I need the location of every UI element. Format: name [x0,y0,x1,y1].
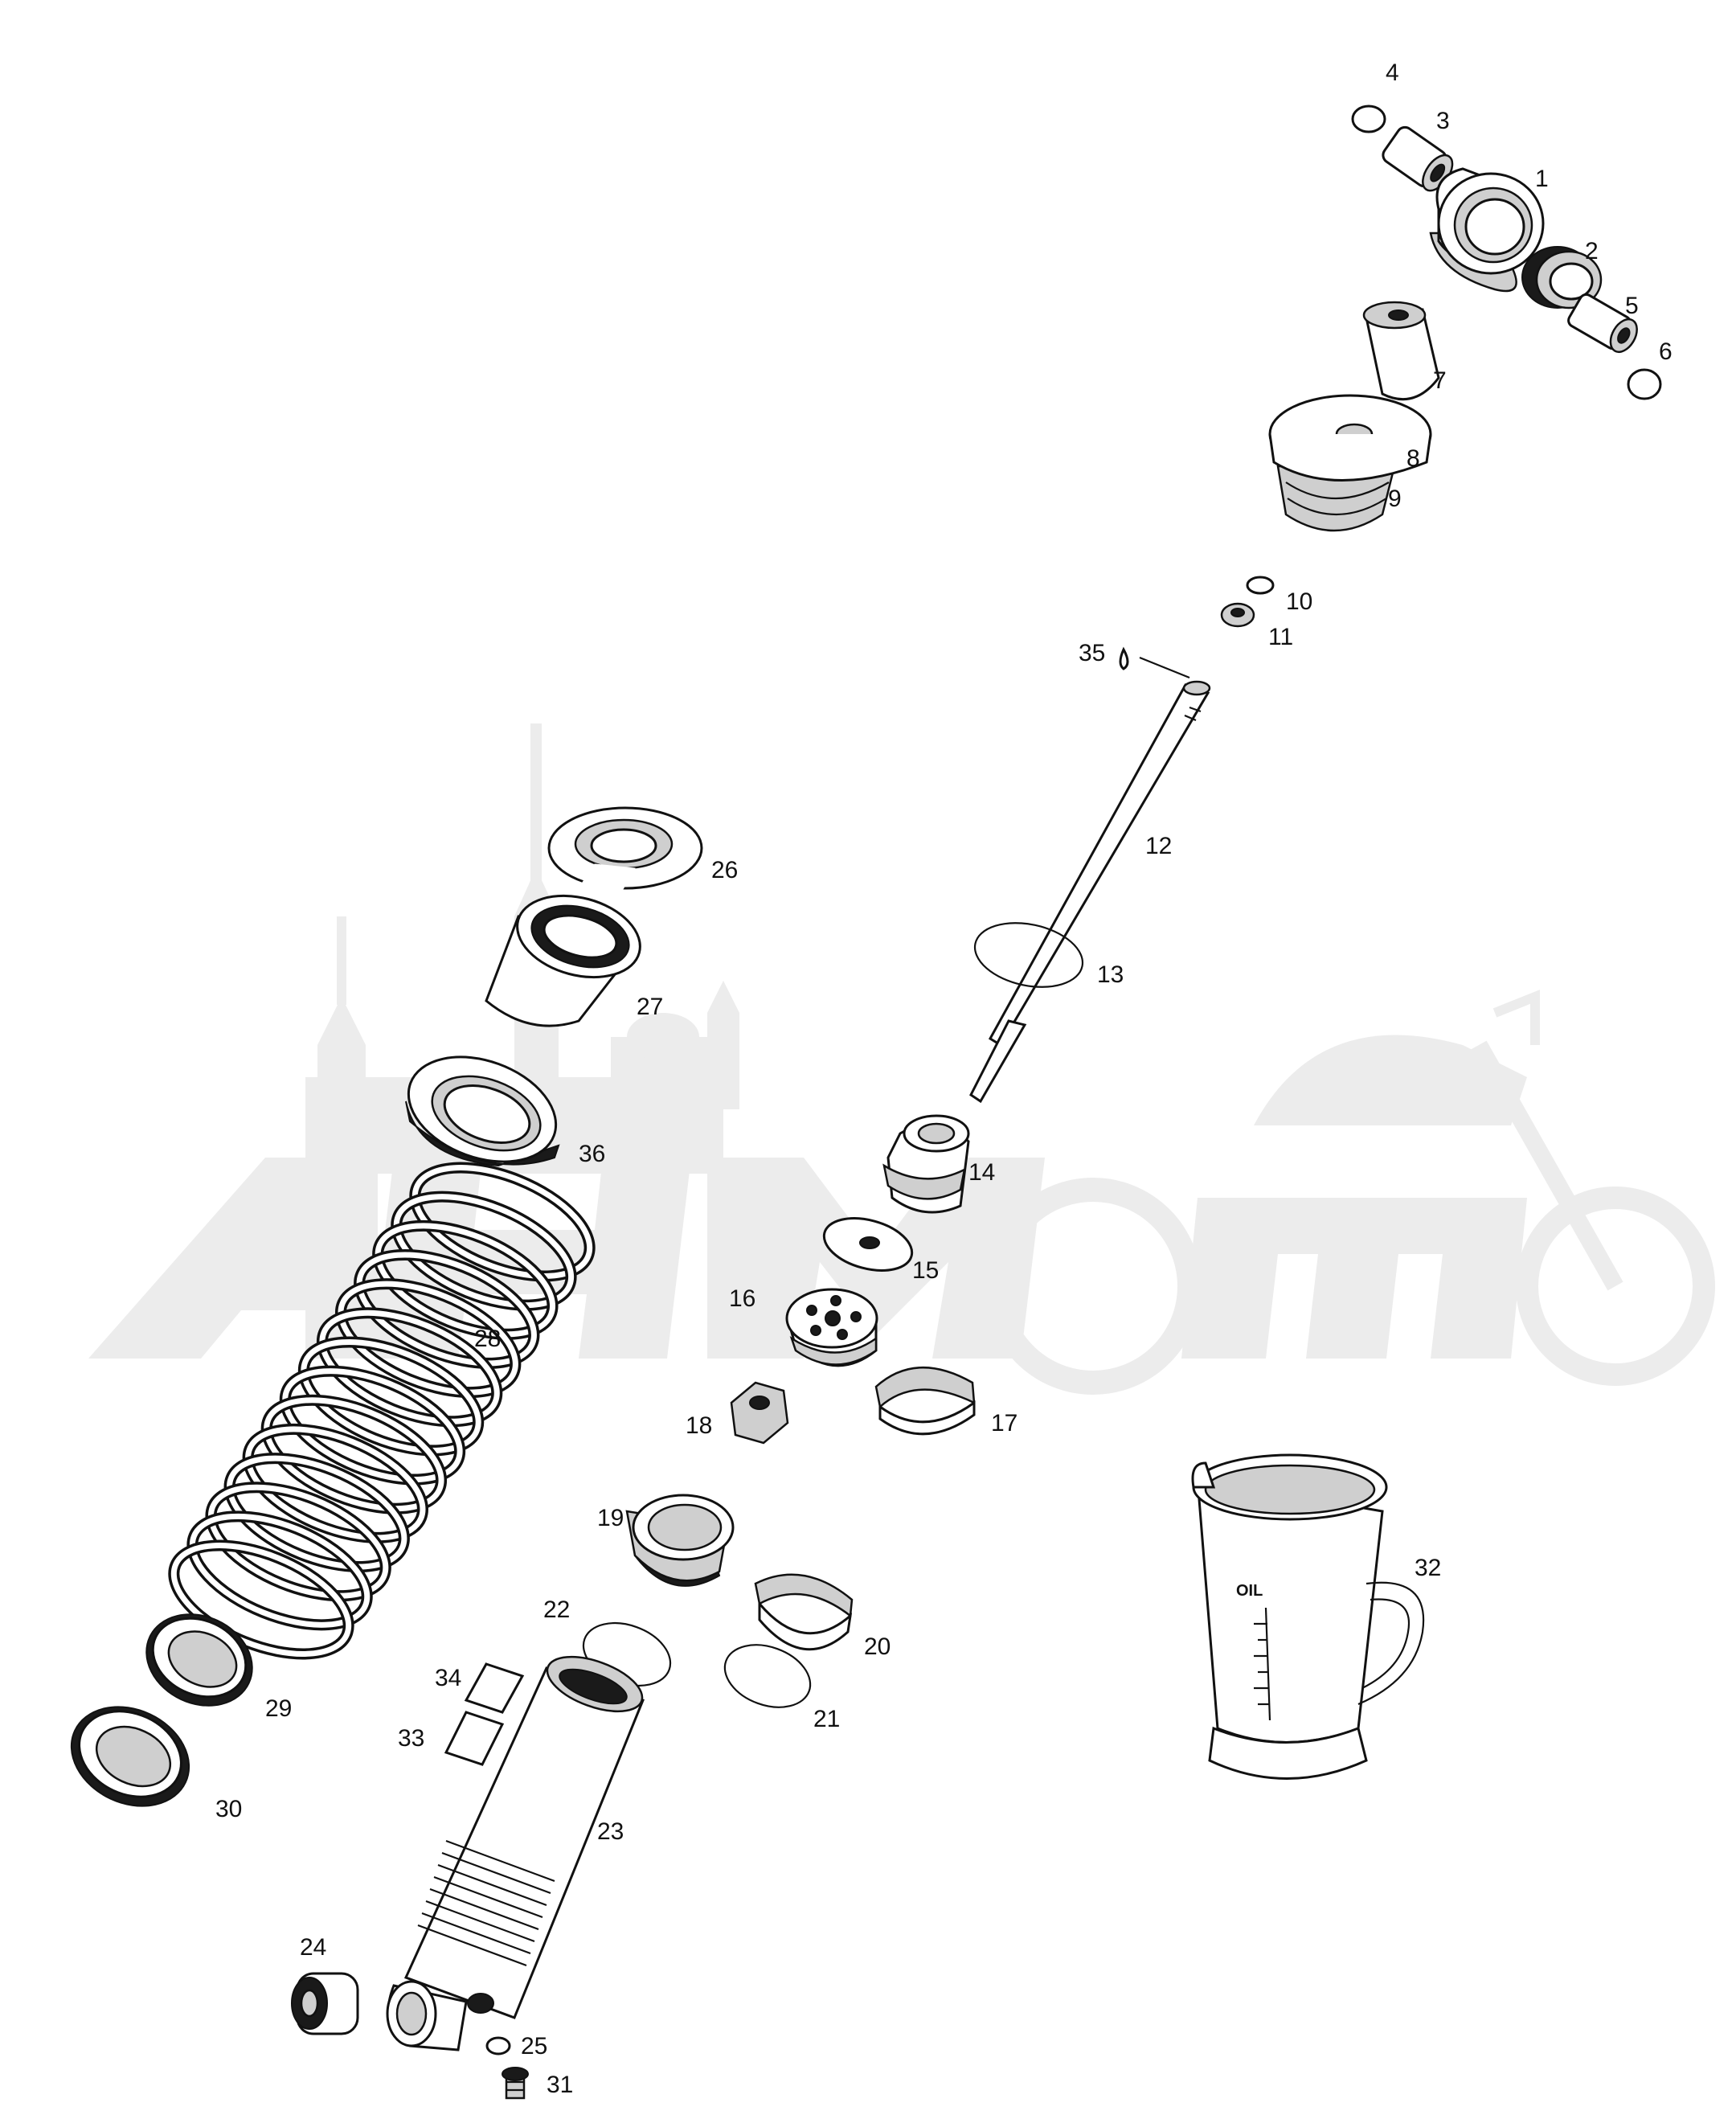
part-36-spring-seat [405,1055,560,1167]
part-16-piston [785,1288,878,1367]
spring-coil-highlight [264,1397,444,1512]
part-31-bleed-screw [502,2067,529,2100]
callout-36: 36 [579,1141,605,1167]
spring-coil-highlight [245,1426,426,1541]
part-13-o-ring [973,922,1084,988]
callout-labels: 1234567891011121314151617181920212223242… [215,59,1673,2098]
callout-13: 13 [1097,961,1124,988]
part-2-bush [1521,246,1603,309]
spring-coil-highlight [319,1310,500,1424]
callout-28: 28 [474,1326,501,1352]
callout-34: 34 [435,1665,461,1691]
part-11-nut [1220,602,1255,628]
callout-22: 22 [543,1596,570,1623]
part-25-washer [485,2036,511,2055]
callout-2: 2 [1585,238,1599,264]
part-29-lock-nut [145,1613,253,1707]
callout-8: 8 [1406,445,1420,472]
callout-6: 6 [1659,338,1673,365]
damper-thread [417,1839,555,1967]
part-30-lock-nut [70,1706,190,1807]
spring-coil-highlight [301,1338,481,1453]
callout-26: 26 [711,857,738,883]
callout-3: 3 [1436,108,1450,134]
part-14-valve-body [882,1114,970,1214]
part-23-damper-body [403,1655,645,2019]
callout-7: 7 [1433,367,1447,394]
callout-24: 24 [300,1934,326,1961]
part-34-sticker [464,1662,525,1714]
callout-17: 17 [991,1410,1017,1437]
callout-27: 27 [637,994,663,1020]
part-21-circlip [723,1644,812,1708]
callout-29: 29 [265,1695,292,1722]
jug-marking: OIL [1236,1582,1263,1600]
spring-coil-highlight [227,1455,407,1570]
spring-coil-highlight [207,1484,389,1599]
spring-coil-highlight [356,1252,537,1367]
callout-5: 5 [1625,293,1639,319]
part-1-top-eye [1429,167,1545,293]
callout-21: 21 [813,1706,840,1732]
callout-25: 25 [521,2033,547,2060]
callout-16: 16 [729,1285,755,1312]
callout-14: 14 [968,1159,995,1186]
part-5-bushing [1567,293,1638,354]
spring-coil-highlight [411,1165,593,1279]
callout-19: 19 [597,1505,624,1531]
part-19-seal-housing [625,1494,735,1587]
callout-11: 11 [1268,624,1293,650]
part-17-split-ring [874,1367,976,1436]
callout-32: 32 [1415,1555,1441,1581]
spring-coil-highlight [375,1223,556,1338]
callout-23: 23 [597,1818,624,1845]
part-20-split-ring [754,1573,854,1651]
part-32-measuring-jug: OIL [1191,1453,1425,1780]
callout-33: 33 [398,1725,424,1752]
part-18-nut [730,1381,789,1445]
callout-30: 30 [215,1796,242,1822]
part-33-sticker [444,1711,505,1766]
part-4-o-ring [1351,105,1386,133]
callout-20: 20 [864,1633,891,1660]
part-28-coil-spring [168,1162,596,1660]
spring-coil-highlight [189,1513,371,1628]
part-24-bushing [291,1972,359,2035]
part-27-bump-stop [485,894,641,1027]
callout-35: 35 [1079,640,1105,666]
part-26-spring-retainer [547,806,703,897]
callout-18: 18 [686,1412,712,1439]
watermark [88,723,1715,1395]
callout-9: 9 [1388,486,1402,512]
callout-4: 4 [1386,59,1399,86]
spring-coil-highlight [282,1368,463,1483]
part-12-piston-rod [969,680,1211,1104]
part-10-washer [1246,576,1275,595]
callout-31: 31 [547,2072,573,2098]
spring-coil-highlight [338,1281,518,1396]
part-35-grease-drop [1119,646,1190,679]
spring-coil-highlight [170,1543,352,1657]
callout-1: 1 [1535,166,1549,192]
callout-10: 10 [1286,588,1312,615]
part-7-rubber-buffer [1362,301,1440,401]
spring-coil-highlight [393,1194,575,1309]
jug-scale [1254,1607,1271,1721]
part-15-washer [822,1217,914,1272]
part-8-9-top-cap [1268,394,1432,532]
watermark-motorcycle [985,990,1715,1395]
callout-12: 12 [1145,833,1172,859]
callout-15: 15 [912,1257,939,1284]
bottom-eye [386,1980,468,2051]
part-6-o-ring [1627,368,1662,400]
